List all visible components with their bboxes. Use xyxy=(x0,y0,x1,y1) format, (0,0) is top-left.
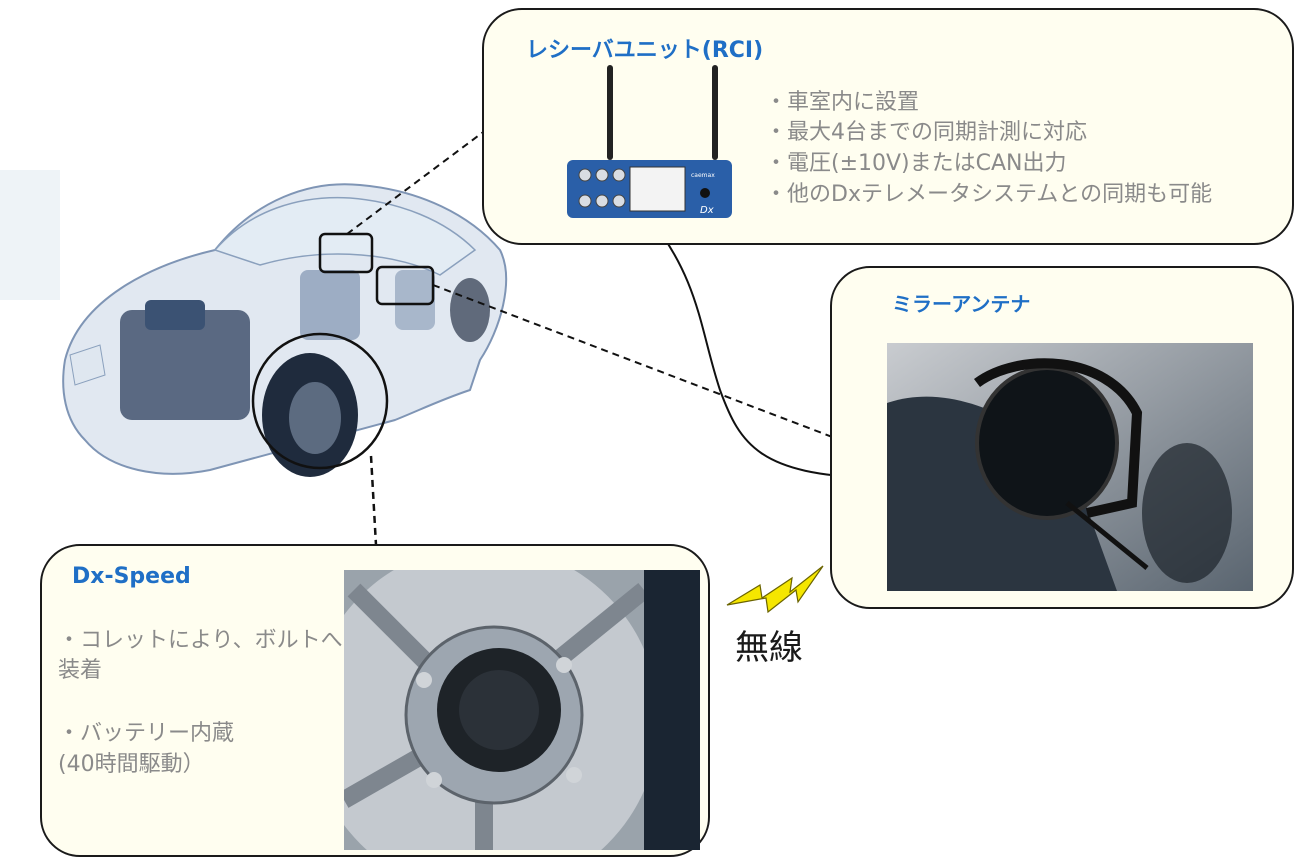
antenna-bracket xyxy=(974,358,1143,518)
receiver-display xyxy=(629,166,686,212)
antenna-rod xyxy=(1065,501,1149,570)
receiver-bullet-1: ・車室内に設置 xyxy=(765,90,920,115)
wheel-bolts xyxy=(416,657,582,788)
wireless-lightning-icon xyxy=(726,565,824,614)
dx-speed-bullet-1-cont: 装着 xyxy=(58,658,103,683)
receiver-antenna-left xyxy=(607,65,613,160)
car-engine-cover xyxy=(145,300,205,330)
car-wheel-rear xyxy=(450,278,490,342)
car-wheel-front-rim xyxy=(289,382,341,454)
car-engine-shape xyxy=(120,310,250,420)
mirror-antenna-title: ミラーアンテナ xyxy=(892,292,1031,316)
receiver-bullet-3: ・電圧(±10V)またはCAN出力 xyxy=(765,151,1067,176)
receiver-bullet-2: ・最大4台までの同期計測に対応 xyxy=(765,120,1087,145)
car-seat-rear xyxy=(395,270,435,330)
antenna-cable xyxy=(647,215,876,479)
mirror-antenna-photo xyxy=(887,343,1253,591)
receiver-position-marker xyxy=(318,232,374,274)
background-haze xyxy=(0,170,60,300)
dx-speed-photo xyxy=(344,570,700,850)
car-illustration xyxy=(62,183,508,477)
mirror-antenna-callout: ミラーアンテナ xyxy=(830,266,1294,609)
receiver-antenna-right xyxy=(712,65,718,160)
receiver-brand: caemax xyxy=(691,172,715,179)
wheel-position-marker xyxy=(251,332,389,470)
dx-speed-bullet-1: ・コレットにより、ボルトへ xyxy=(58,628,343,653)
wireless-label: 無線 xyxy=(735,628,803,668)
receiver-bullet-4: ・他のDxテレメータシステムとの同期も可能 xyxy=(765,182,1213,207)
receiver-logo: Dx xyxy=(700,205,714,216)
car-window-shape xyxy=(213,196,477,276)
receiver-knob xyxy=(700,188,710,198)
background-car xyxy=(1142,443,1232,583)
car-body-edge xyxy=(644,570,700,850)
dx-speed-callout: Dx-Speed ・コレットにより、ボルトへ 装着 ・バッテリー内蔵 (40時間… xyxy=(40,544,710,857)
wheel-connector-line xyxy=(369,455,378,546)
antenna-connector-line xyxy=(432,284,836,439)
receiver-unit-photo: caemax Dx xyxy=(567,65,732,218)
dx-speed-bullet-2: ・バッテリー内蔵 xyxy=(58,721,235,746)
car-headlight xyxy=(69,344,106,386)
car-seat-front xyxy=(300,270,360,340)
receiver-callout: レシーバユニット(RCI) caemax Dx ・車室内に設置 ・最大4台までの… xyxy=(482,8,1294,245)
sensor-cap xyxy=(459,670,539,750)
mirror-housing xyxy=(975,366,1119,520)
receiver-title: レシーバユニット(RCI) xyxy=(526,38,764,63)
dx-speed-bullet-2-cont: (40時間駆動） xyxy=(58,752,205,777)
dx-speed-title: Dx-Speed xyxy=(72,564,191,589)
